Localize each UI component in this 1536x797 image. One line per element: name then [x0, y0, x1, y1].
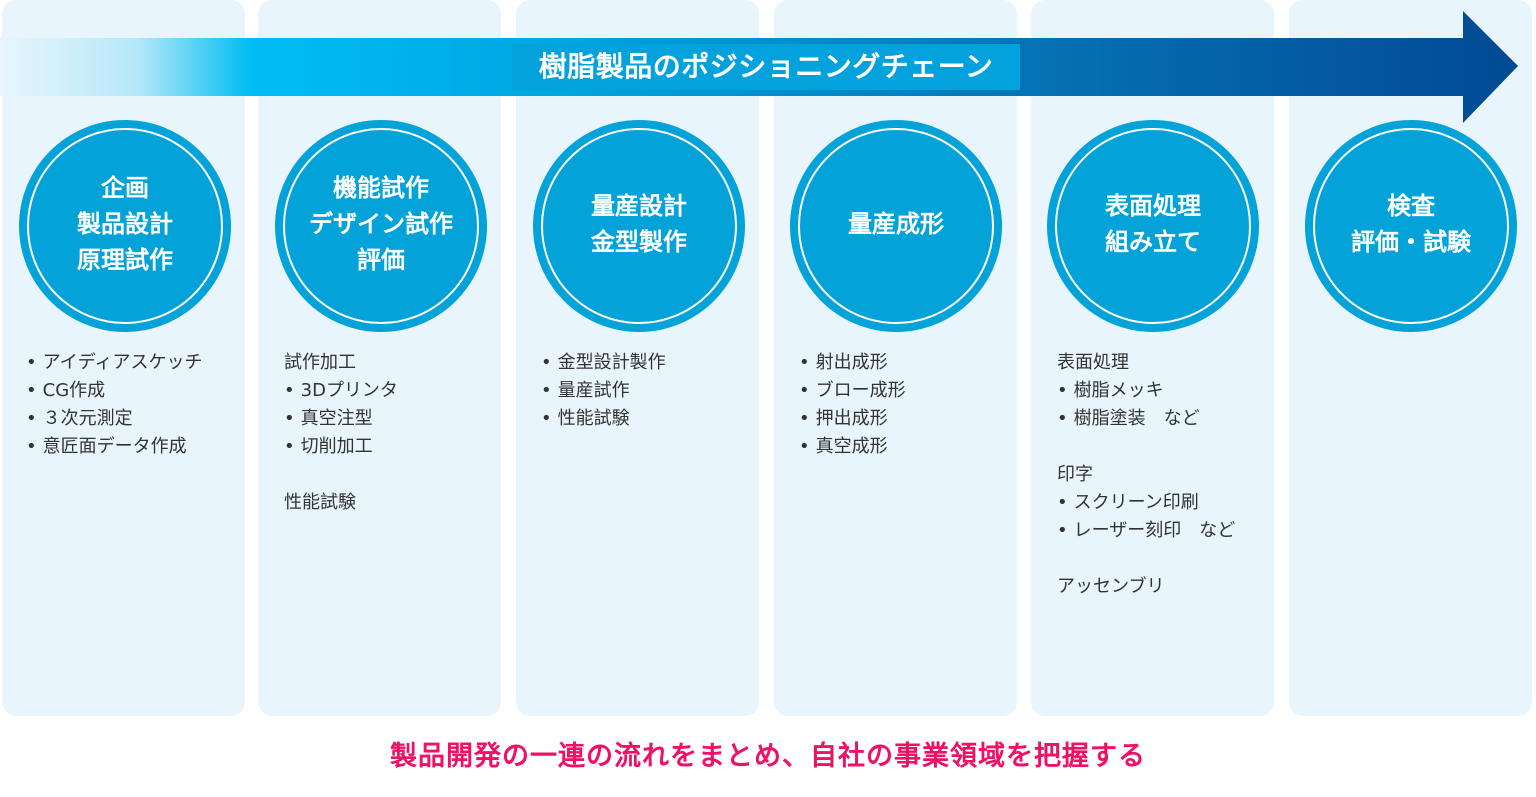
stage-label-line: 原理試作 — [77, 246, 173, 274]
stage-label-line: 企画 — [101, 174, 149, 202]
summary-caption: 製品開発の一連の流れをまとめ、自社の事業領域を把握する — [390, 741, 1146, 772]
stage-circle-1: 企画 製品設計 原理試作 — [19, 120, 231, 332]
detail-item: 性能試験 — [541, 405, 666, 433]
detail-item: 切削加工 — [284, 433, 398, 461]
detail-item: アイディアスケッチ — [26, 349, 203, 377]
stage-label: 検査 評価・試験 — [1351, 188, 1471, 260]
stage-column-6 — [1289, 0, 1532, 716]
stage-label: 量産成形 — [848, 206, 944, 242]
detail-item: 量産試作 — [541, 377, 666, 405]
detail-item: CG作成 — [26, 377, 202, 405]
stage-label: 量産設計 金型製作 — [591, 188, 687, 260]
detail-item: 真空成形 — [799, 433, 906, 461]
detail-item: 金型設計製作 — [541, 349, 666, 377]
detail-item: ブロー成形 — [799, 377, 906, 405]
stage-details-2: 試作加工 3Dプリンタ 真空注型 切削加工 性能試験 — [284, 349, 398, 517]
process-arrow: 樹脂製品のポジショニングチェーン — [0, 0, 1536, 130]
stage-column-5 — [1031, 0, 1274, 716]
detail-heading: 試作加工 — [284, 352, 356, 373]
detail-heading: 印字 — [1057, 464, 1093, 485]
stage-label-line: 組み立て — [1105, 228, 1201, 256]
stage-details-1: アイディアスケッチ CG作成 ３次元測定 意匠面データ作成 — [26, 349, 203, 461]
detail-spacer — [1057, 545, 1235, 573]
detail-item: ３次元測定 — [26, 405, 202, 433]
detail-item: スクリーン印刷 — [1057, 489, 1235, 517]
stage-label-line: 評価 — [357, 246, 405, 274]
stage-circle-2: 機能試作 デザイン試作 評価 — [275, 120, 487, 332]
stage-circle-6: 検査 評価・試験 — [1305, 120, 1517, 332]
stage-label-line: デザイン試作 — [309, 210, 453, 238]
stage-details-4: 射出成形 ブロー成形 押出成形 真空成形 — [799, 349, 906, 461]
stage-label-line: 製品設計 — [77, 210, 173, 238]
detail-item: 押出成形 — [799, 405, 906, 433]
stage-column-2 — [258, 0, 501, 716]
detail-heading: アッセンブリ — [1057, 576, 1165, 597]
detail-spacer — [284, 461, 398, 489]
stage-label-line: 検査 — [1387, 192, 1435, 220]
detail-item: 射出成形 — [799, 349, 906, 377]
stage-circle-5: 表面処理 組み立て — [1047, 120, 1259, 332]
stage-details-3: 金型設計製作 量産試作 性能試験 — [541, 349, 666, 433]
stage-label: 表面処理 組み立て — [1105, 188, 1201, 260]
detail-item: 樹脂メッキ — [1057, 377, 1235, 405]
stage-label-line: 機能試作 — [333, 174, 429, 202]
stage-label: 機能試作 デザイン試作 評価 — [309, 170, 453, 278]
detail-item: 意匠面データ作成 — [26, 433, 202, 461]
detail-heading: 表面処理 — [1057, 352, 1129, 373]
detail-item: 真空注型 — [284, 405, 398, 433]
stage-label-line: 金型製作 — [591, 228, 687, 256]
detail-item: レーザー刻印 など — [1057, 517, 1236, 545]
stage-label: 企画 製品設計 原理試作 — [77, 170, 173, 278]
stage-label-line: 量産設計 — [591, 192, 687, 220]
stage-circle-3: 量産設計 金型製作 — [533, 120, 745, 332]
detail-heading: 性能試験 — [284, 492, 356, 513]
detail-item: 3Dプリンタ — [284, 377, 398, 405]
stage-details-5: 表面処理 樹脂メッキ 樹脂塗装 など 印字 スクリーン印刷 レーザー刻印 など … — [1057, 349, 1235, 601]
stage-label-line: 表面処理 — [1105, 192, 1201, 220]
stage-label-line: 量産成形 — [848, 210, 944, 238]
detail-spacer — [1057, 433, 1235, 461]
detail-item: 樹脂塗装 など — [1057, 405, 1235, 433]
chain-title: 樹脂製品のポジショニングチェーン — [512, 44, 1020, 90]
stage-label-line: 評価・試験 — [1351, 228, 1471, 256]
stage-circle-4: 量産成形 — [790, 120, 1002, 332]
